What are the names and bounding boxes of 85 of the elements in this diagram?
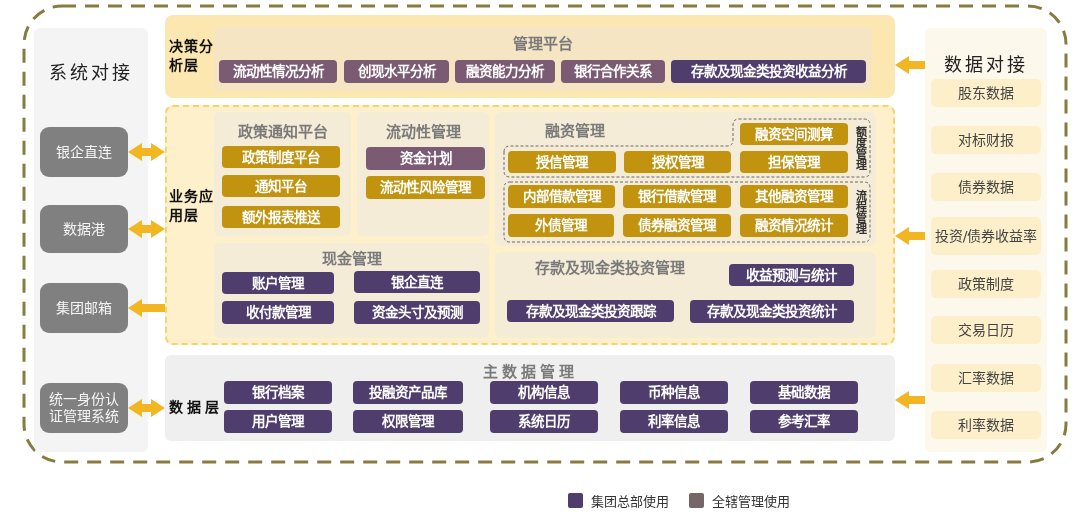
layer-label: 决策分析层 xyxy=(169,37,215,75)
function-box: 用户管理 xyxy=(224,410,332,433)
function-box: 流动性风险管理 xyxy=(366,176,485,199)
data-source-box: 投资/债券收益率 xyxy=(931,217,1041,255)
function-box: 其他融资管理 xyxy=(740,185,848,208)
side-panel xyxy=(925,28,1047,452)
panel-title: 存款及现金类投资管理 xyxy=(535,258,685,277)
function-box: 外债管理 xyxy=(508,214,614,237)
data-source-box: 股东数据 xyxy=(931,79,1041,107)
data-source-box: 利率数据 xyxy=(931,411,1041,439)
function-box: 银行合作关系 xyxy=(561,60,665,83)
function-box: 系统日历 xyxy=(490,410,598,433)
data-source-box: 政策制度 xyxy=(931,270,1041,298)
function-box: 权限管理 xyxy=(353,410,463,433)
function-box: 银企直连 xyxy=(354,271,480,293)
group-label: 额度管理 xyxy=(853,126,866,170)
system-box: 数据港 xyxy=(40,205,128,253)
function-box: 银行档案 xyxy=(224,381,332,404)
function-box: 担保管理 xyxy=(740,151,848,173)
function-box: 债券融资管理 xyxy=(623,214,731,237)
function-box: 创现水平分析 xyxy=(344,60,449,83)
arrow xyxy=(895,56,925,74)
function-box: 参考汇率 xyxy=(750,410,858,433)
function-box: 资金计划 xyxy=(366,147,485,170)
layer-band xyxy=(165,355,895,441)
function-box: 融资空间测算 xyxy=(740,123,848,145)
function-box: 账户管理 xyxy=(222,272,334,294)
system-box: 统一身份认证管理系统 xyxy=(40,383,128,433)
module-panel xyxy=(214,26,872,91)
module-panel xyxy=(214,112,351,236)
arrow xyxy=(895,227,925,245)
function-box: 授信管理 xyxy=(508,151,616,173)
function-box: 利率信息 xyxy=(620,410,728,433)
dashed-group xyxy=(503,181,871,243)
function-box: 融资情况统计 xyxy=(740,214,848,237)
module-panel xyxy=(495,112,876,246)
function-box: 融资能力分析 xyxy=(455,60,555,83)
function-box: 存款及现金类投资收益分析 xyxy=(671,60,866,83)
data-source-box: 对标财报 xyxy=(931,126,1041,154)
function-box: 流动性情况分析 xyxy=(219,60,337,83)
function-box: 存款及现金类投资统计 xyxy=(690,300,854,323)
data-source-box: 汇率数据 xyxy=(931,364,1041,392)
system-box: 银企直连 xyxy=(40,127,128,177)
function-box: 机构信息 xyxy=(490,381,598,404)
function-box: 授权管理 xyxy=(624,151,731,173)
data-source-box: 交易日历 xyxy=(931,316,1041,344)
module-panel xyxy=(357,112,489,236)
function-box: 政策制度平台 xyxy=(222,146,340,168)
function-box: 基础数据 xyxy=(750,381,858,404)
arrow xyxy=(128,399,165,417)
layer-label: 业务应用层 xyxy=(169,187,215,225)
module-panel xyxy=(495,252,876,338)
function-box: 内部借款管理 xyxy=(508,185,615,208)
legend-text: 全辖管理使用 xyxy=(712,493,790,510)
arrow xyxy=(128,220,165,238)
panel-title: 主数据管理 xyxy=(482,362,578,381)
panel-title: 系统对接 xyxy=(49,61,133,84)
panel-title: 流动性管理 xyxy=(385,122,461,141)
module-panel xyxy=(214,243,489,338)
side-panel xyxy=(34,28,148,452)
panel-title: 管理平台 xyxy=(513,34,573,53)
data-source-box: 债券数据 xyxy=(931,173,1041,201)
function-box: 通知平台 xyxy=(222,175,340,197)
layer-label: 数据层 xyxy=(169,398,223,417)
arrow xyxy=(895,391,925,409)
dashed-group xyxy=(503,118,871,178)
function-box: 资金头寸及预测 xyxy=(354,301,480,324)
panel-title: 政策通知平台 xyxy=(237,122,328,141)
legend-text: 集团总部使用 xyxy=(591,493,669,510)
panel-title: 数据对接 xyxy=(944,53,1028,76)
panel-title: 现金管理 xyxy=(321,249,382,268)
function-box: 收付款管理 xyxy=(222,301,334,324)
system-box: 集团邮箱 xyxy=(40,283,128,333)
layer-band xyxy=(165,15,895,98)
function-box: 银行借款管理 xyxy=(623,185,731,208)
function-box: 额外报表推送 xyxy=(222,206,340,228)
function-box: 收益预测与统计 xyxy=(729,264,854,286)
panel-title: 融资管理 xyxy=(545,121,605,140)
function-box: 投融资产品库 xyxy=(353,381,463,404)
function-box: 币种信息 xyxy=(620,381,728,404)
arrow xyxy=(128,299,165,317)
arrow xyxy=(128,143,165,161)
function-box: 存款及现金类投资跟踪 xyxy=(507,300,674,322)
group-label: 流程管理 xyxy=(853,190,866,234)
layer-band xyxy=(165,105,895,345)
